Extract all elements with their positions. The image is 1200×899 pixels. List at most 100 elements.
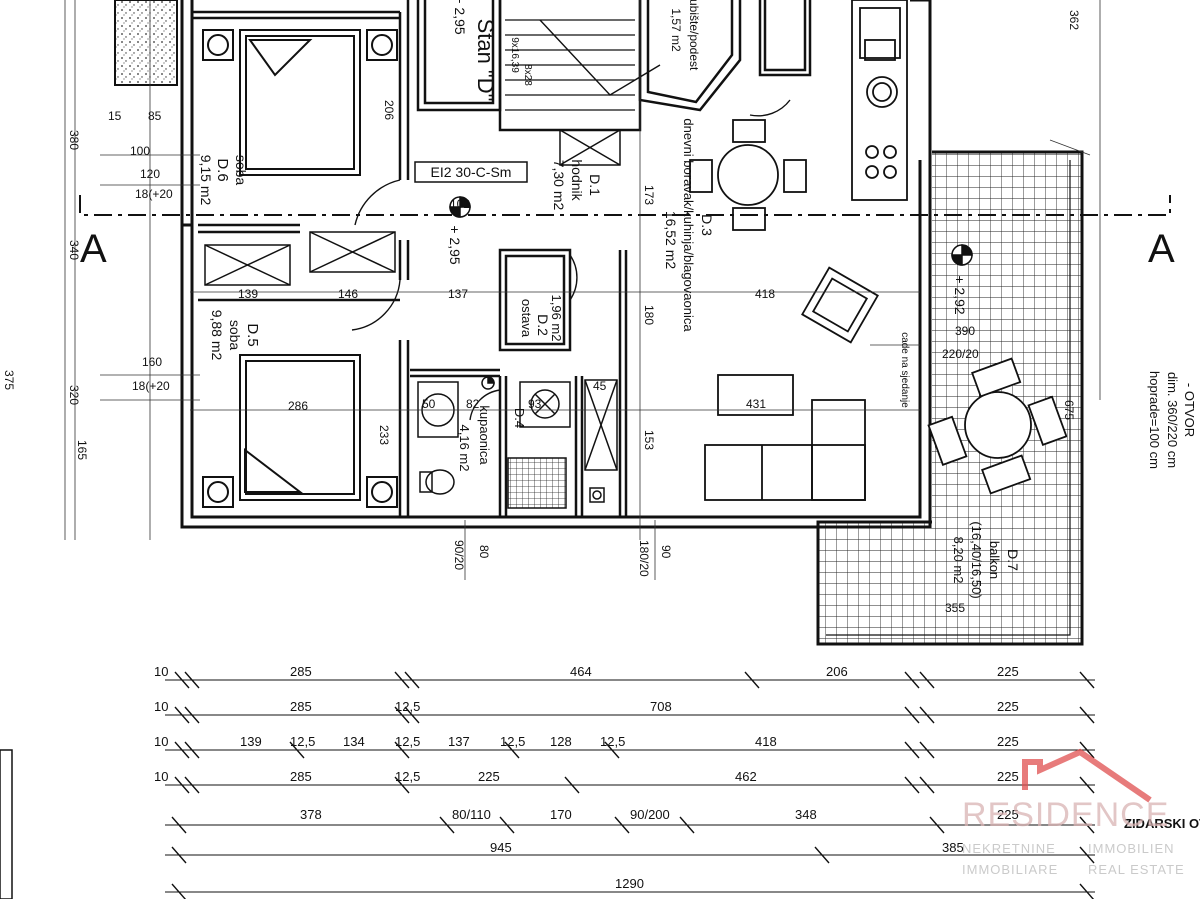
svg-text:153: 153	[642, 430, 656, 450]
svg-text:340: 340	[67, 240, 81, 260]
svg-text:45: 45	[593, 379, 607, 393]
svg-text:- OTVOR: - OTVOR	[1182, 383, 1197, 437]
svg-text:180: 180	[642, 305, 656, 325]
logo-line2b: REAL ESTATE	[1088, 862, 1185, 877]
svg-text:82: 82	[466, 397, 480, 411]
svg-text:10: 10	[154, 699, 168, 714]
column-hatch	[114, 0, 178, 86]
svg-text:137: 137	[448, 734, 470, 749]
room-d5-id: D.5	[244, 323, 261, 346]
section-label-right: A	[1148, 227, 1175, 271]
apartment-label: Stan "D"	[473, 19, 498, 102]
svg-text:165: 165	[75, 440, 89, 460]
svg-text:160: 160	[142, 355, 162, 369]
svg-text:120: 120	[140, 167, 160, 181]
svg-text:18(+20: 18(+20	[132, 379, 170, 393]
room-labels: D.6 soba 9,15 m2 D.5 soba 9,88 m2 D.1 ho…	[198, 118, 1021, 598]
room-d1-id: D.1	[587, 174, 603, 196]
room-d1-name: hodnik	[569, 159, 585, 201]
svg-text:139: 139	[240, 734, 262, 749]
armchair	[801, 266, 879, 344]
dimension-row-7: 1290	[615, 876, 644, 891]
elevation-markers	[449, 196, 973, 390]
dimension-row-4: 10 285 12,5 225 462 225	[154, 769, 1019, 784]
svg-text:10: 10	[154, 734, 168, 749]
svg-text:1290: 1290	[615, 876, 644, 891]
svg-text:225: 225	[997, 807, 1019, 822]
staircase	[505, 19, 661, 111]
svg-text:378: 378	[300, 807, 322, 822]
svg-text:225: 225	[997, 769, 1019, 784]
elevation-balcony: + 2,92	[952, 275, 968, 315]
room-d2-area: 1,96 m2	[549, 295, 564, 342]
svg-text:675: 675	[1062, 400, 1076, 420]
svg-text:180/20: 180/20	[637, 540, 651, 577]
room-d3-name: dnevni boravak/kuhinja/blagovaonica	[681, 118, 696, 332]
dimension-row-5: 378 80/110 170 90/200 348 225	[300, 807, 1019, 822]
room-d5-name: soba	[227, 320, 243, 351]
room-d7-name: balkon	[987, 541, 1002, 579]
grid-lines	[64, 0, 1101, 580]
fire-door-label: EI2 30-C-Sm	[431, 164, 512, 180]
svg-text:128: 128	[550, 734, 572, 749]
svg-text:225: 225	[997, 699, 1019, 714]
svg-text:285: 285	[290, 664, 312, 679]
bathroom-fixtures	[417, 381, 605, 509]
room-d6-name: soba	[233, 155, 249, 186]
svg-text:93: 93	[528, 397, 542, 411]
svg-text:80/110: 80/110	[452, 807, 491, 822]
svg-text:80: 80	[477, 545, 491, 559]
logo-line2a: IMMOBILIARE	[962, 862, 1058, 877]
plan-notes: Stan "D" + 2,95 + 2,95 + 2,92 9x16,39 8x…	[447, 0, 968, 408]
svg-text:285: 285	[290, 699, 312, 714]
svg-text:418: 418	[755, 287, 775, 301]
svg-text:320: 320	[67, 385, 81, 405]
dimension-row-6: 945 385	[490, 840, 964, 855]
dimension-lines	[165, 671, 1095, 899]
svg-text:hoprade=100 cm: hoprade=100 cm	[1147, 371, 1162, 469]
side-label: ZIDARSKI OT	[1124, 816, 1200, 831]
svg-text:134: 134	[343, 734, 365, 749]
stair-landing: stubište/podest	[687, 0, 701, 71]
logo-line1b: IMMOBILIEN	[1088, 841, 1175, 856]
logo-brand: RESIDENCE	[962, 796, 1169, 834]
dimension-row-3: 10 139 12,5 134 12,5 137 12,5 128 12,5 4…	[154, 734, 1019, 749]
room-d6-id: D.6	[214, 158, 231, 181]
svg-text:390: 390	[955, 324, 975, 338]
stair-landing-area: 1,57 m2	[669, 8, 683, 52]
svg-text:10: 10	[154, 664, 168, 679]
svg-text:18(+20: 18(+20	[135, 187, 173, 201]
svg-text:50: 50	[422, 397, 436, 411]
svg-text:220/20: 220/20	[942, 347, 979, 361]
wardrobes	[204, 129, 621, 471]
balcony-table	[927, 357, 1068, 495]
svg-text:12,5: 12,5	[500, 734, 525, 749]
svg-text:12,5: 12,5	[395, 769, 420, 784]
fire-door-box	[414, 161, 528, 183]
section-label-left: A	[80, 227, 107, 271]
dimension-row-2: 10 285 12,5 708 225	[154, 699, 1019, 714]
svg-text:418: 418	[755, 734, 777, 749]
elevation-top: + 2,95	[452, 0, 468, 35]
svg-text:12,5: 12,5	[395, 734, 420, 749]
outer-walls	[180, 0, 932, 529]
svg-text:170: 170	[550, 807, 572, 822]
opening-note: - OTVOR dim. 360/220 cm hoprade=100 cm	[1147, 371, 1197, 469]
interior-walls	[192, 0, 812, 517]
svg-text:206: 206	[382, 100, 396, 120]
svg-text:708: 708	[650, 699, 672, 714]
svg-text:90/200: 90/200	[630, 807, 670, 822]
svg-text:12,5: 12,5	[600, 734, 625, 749]
svg-text:dim. 360/220 cm: dim. 360/220 cm	[1165, 372, 1180, 468]
svg-text:380: 380	[67, 130, 81, 150]
svg-text:286: 286	[288, 399, 308, 413]
svg-text:225: 225	[997, 734, 1019, 749]
svg-text:12,5: 12,5	[395, 699, 420, 714]
bed-top	[202, 29, 398, 176]
svg-text:139: 139	[238, 287, 258, 301]
kitchen-counter	[851, 0, 908, 201]
room-d7-area: 8,20 m2	[951, 537, 966, 584]
section-line	[79, 195, 1171, 216]
legend-box-edge	[0, 749, 13, 899]
